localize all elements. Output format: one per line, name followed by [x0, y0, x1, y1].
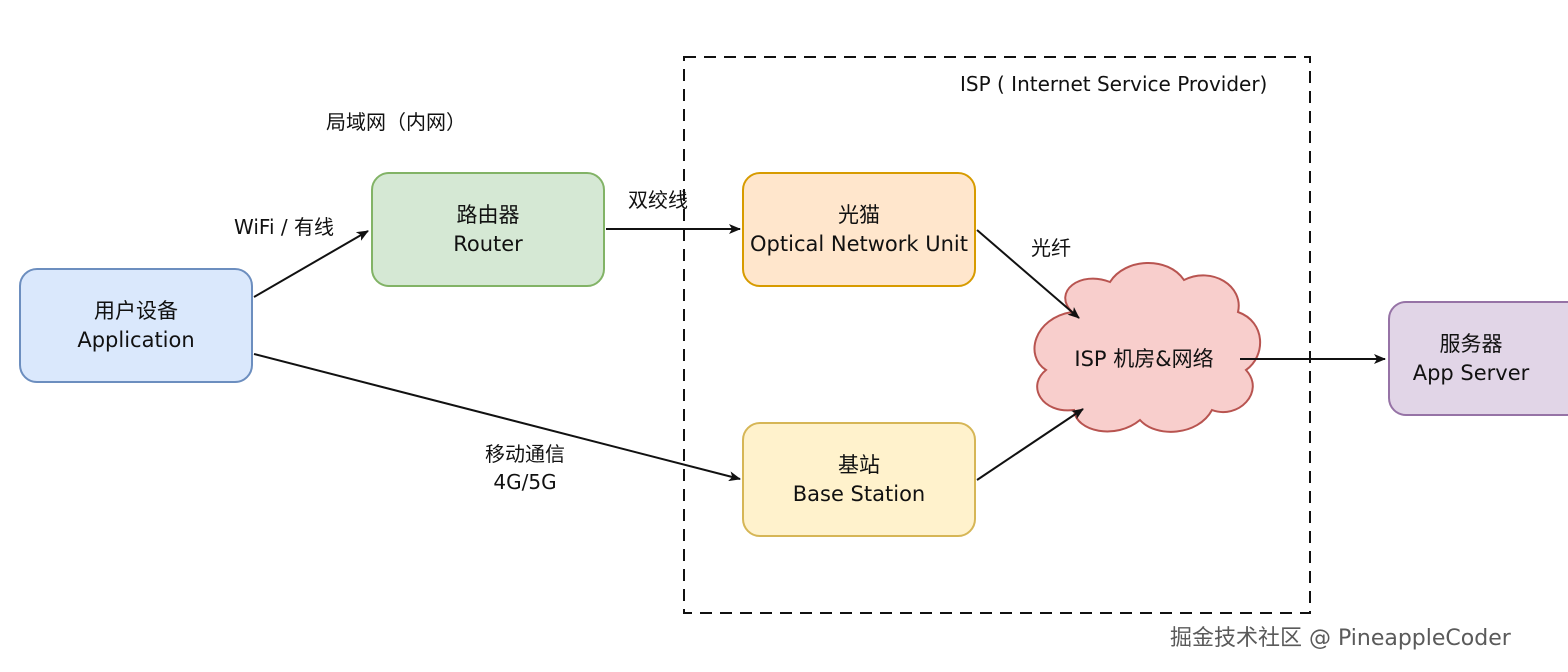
- lan-label: 局域网（内网）: [326, 110, 466, 134]
- node-router: 路由器 Router: [371, 172, 605, 287]
- link-app-basestation: [253, 353, 741, 482]
- node-user-device-en: Application: [77, 327, 195, 352]
- node-base-station-en: Base Station: [792, 481, 926, 506]
- node-router-en: Router: [453, 231, 523, 256]
- node-router-cn: 路由器: [456, 202, 520, 227]
- mobile-network-label-line1: 移动通信: [485, 442, 565, 466]
- mobile-network-label-line2: 4G/5G: [493, 470, 557, 494]
- isp-cloud-label: ISP 机房&网络: [1074, 347, 1214, 371]
- node-app-server: 服务器 App Server: [1388, 301, 1568, 416]
- isp-group-title: ISP ( Internet Service Provider): [960, 72, 1268, 96]
- node-app-server-cn: 服务器: [1439, 331, 1503, 356]
- watermark: 掘金技术社区 @ PineappleCoder: [1170, 626, 1511, 651]
- node-onu-en: Optical Network Unit: [750, 231, 968, 256]
- node-user-device: 用户设备 Application: [19, 268, 253, 383]
- mobile-network-label: 移动通信 4G/5G: [470, 440, 580, 496]
- link-basestation-cloud: [976, 408, 1084, 481]
- node-base-station-cn: 基站: [838, 452, 880, 477]
- link-app-router: [253, 230, 369, 298]
- link-onu-cloud: [976, 229, 1080, 319]
- node-app-server-en: App Server: [1412, 360, 1530, 385]
- node-onu-cn: 光猫: [838, 202, 880, 227]
- node-user-device-cn: 用户设备: [94, 298, 178, 323]
- node-base-station: 基站 Base Station: [742, 422, 976, 537]
- fiber-label: 光纤: [1031, 236, 1071, 260]
- wifi-wired-label: WiFi / 有线: [234, 215, 334, 239]
- isp-group-boundary: [683, 56, 1311, 614]
- twisted-pair-label: 双绞线: [628, 188, 688, 212]
- node-optical-network-unit: 光猫 Optical Network Unit: [742, 172, 976, 287]
- isp-cloud-shape: [1033, 262, 1261, 433]
